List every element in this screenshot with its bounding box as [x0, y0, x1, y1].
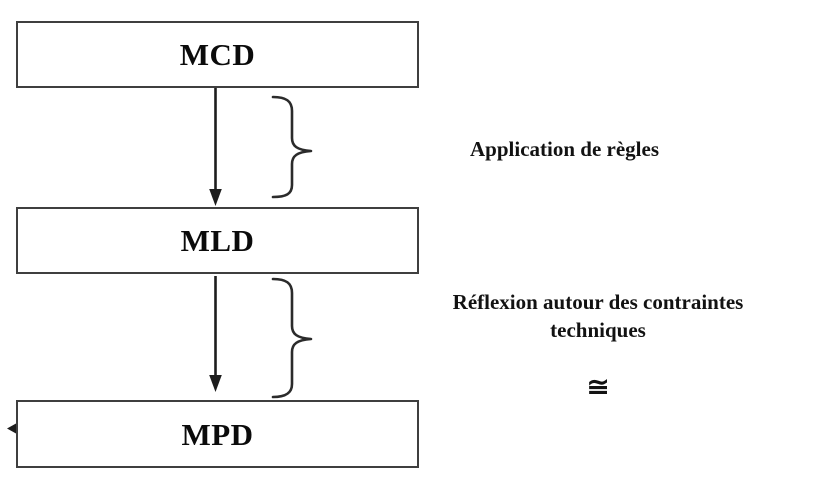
- node-box-mpd[interactable]: MPD: [16, 400, 419, 468]
- node-label-mld: MLD: [180, 223, 255, 258]
- annotation-reflexion-contraintes-techniques: Réflexion autour des contraintes techniq…: [398, 289, 798, 344]
- arrow-mcd-mld-icon: [209, 88, 222, 206]
- annotation-application-de-regles: Application de règles: [470, 137, 659, 161]
- brace-lower-icon: [271, 277, 313, 399]
- arrow-mld-mpd-icon: [209, 276, 222, 392]
- node-box-mcd[interactable]: MCD: [16, 21, 419, 88]
- brace-upper-icon: [271, 95, 313, 199]
- arrow-into-mpd-left-icon: [7, 423, 16, 434]
- node-label-mcd: MCD: [179, 37, 256, 72]
- annotation-reflexion-line-1: Réflexion autour des contraintes: [452, 290, 744, 314]
- annotation-reflexion-line-2: techniques: [550, 317, 646, 342]
- congruent-symbol-icon: ≅: [586, 372, 610, 402]
- node-box-mld[interactable]: MLD: [16, 207, 419, 274]
- node-label-mpd: MPD: [181, 416, 254, 452]
